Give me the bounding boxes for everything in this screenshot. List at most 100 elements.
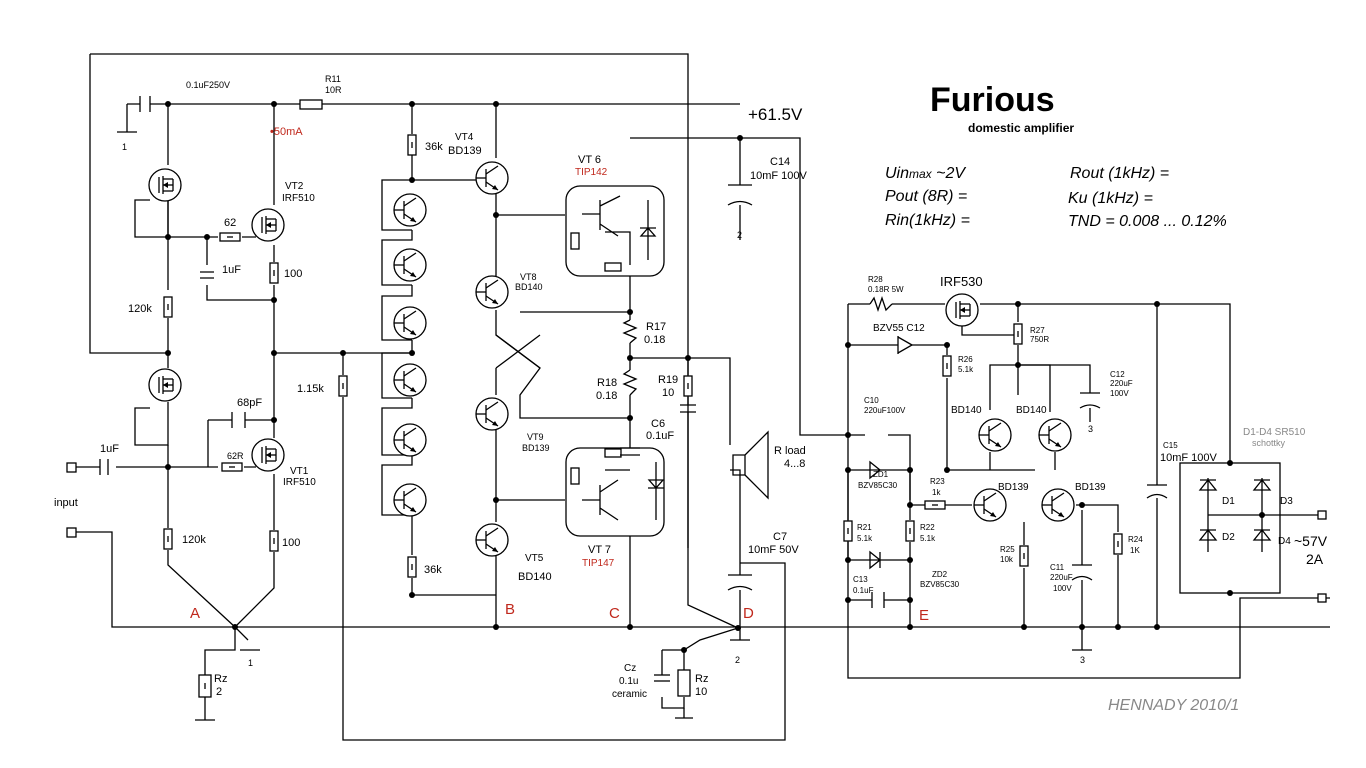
spec-pout: Pout (8R) = xyxy=(885,188,967,205)
vt1-label: VT1 xyxy=(290,466,309,477)
d3-label: D3 xyxy=(1280,496,1293,507)
c14-label: C14 xyxy=(770,156,790,168)
c1uf-mid-label: 1uF xyxy=(222,264,241,276)
rz-d-label: Rz xyxy=(695,673,708,685)
rload-value: 4...8 xyxy=(784,458,805,470)
c11-label: C11 xyxy=(1050,563,1065,572)
c13-label: C13 xyxy=(853,575,868,584)
r62-top-label: 62 xyxy=(224,217,236,229)
c12-voltage: 100V xyxy=(1110,389,1129,398)
r18-value: 0.18 xyxy=(596,390,617,402)
cz-label: Cz xyxy=(624,663,636,674)
c10-value: 220uF100V xyxy=(864,406,906,415)
c15-value: 10mF 100V xyxy=(1160,452,1218,464)
driver-stage xyxy=(393,134,769,697)
node-d: D xyxy=(743,605,754,622)
zd2-type: BZV85C30 xyxy=(920,580,960,589)
vt2-label: VT2 xyxy=(285,181,304,192)
r19-value: 10 xyxy=(662,387,674,399)
rz-d-value: 10 xyxy=(695,686,707,698)
spec-tnd: TND = 0.008 ... 0.12% xyxy=(1068,213,1227,230)
zd1-label: ZD1 xyxy=(873,470,889,479)
r11-label: R11 xyxy=(325,74,341,84)
r26-value: 5.1k xyxy=(958,365,974,374)
junctions xyxy=(165,101,1265,653)
bridge-label: D1-D4 SR510 xyxy=(1243,427,1306,438)
bd139a-label: BD139 xyxy=(998,482,1029,493)
vt6-type: TIP142 xyxy=(575,167,608,178)
zd2-label: ZD2 xyxy=(932,570,948,579)
c14-value: 10mF 100V xyxy=(750,170,808,182)
vt4-type: BD139 xyxy=(448,145,482,157)
c6-value: 0.1uF xyxy=(646,430,674,442)
r23-label: R23 xyxy=(930,477,945,486)
r36k-top-label: 36k xyxy=(425,141,443,153)
wires xyxy=(74,53,1330,741)
r62r-label: 62R xyxy=(227,451,244,461)
c7-label: C7 xyxy=(773,531,787,543)
gnd2-bot-label: 2 xyxy=(735,655,740,665)
node-e: E xyxy=(919,607,929,624)
vt7-label: VT 7 xyxy=(588,544,611,556)
vt8-label: VT8 xyxy=(520,272,537,282)
r100-bot-label: 100 xyxy=(282,537,300,549)
c-in-top-label: 0.1uF250V xyxy=(186,80,230,90)
spec-uin: Uinmax ~2V xyxy=(885,165,966,182)
input-stage xyxy=(66,96,348,698)
bd140a-label: BD140 xyxy=(951,405,982,416)
r28-label: R28 xyxy=(868,275,883,284)
author: HENNADY 2010/1 xyxy=(1108,697,1239,714)
vt6-label: VT 6 xyxy=(578,154,601,166)
irf530-label: IRF530 xyxy=(940,274,983,289)
rload-label: R load xyxy=(774,445,806,457)
subtitle: domestic amplifier xyxy=(968,121,1074,135)
r21-label: R21 xyxy=(857,523,872,532)
r11-value: 10R xyxy=(325,85,342,95)
r17-value: 0.18 xyxy=(644,334,665,346)
supply-label: +61.5V xyxy=(748,105,803,124)
vt9-label: VT9 xyxy=(527,432,544,442)
r24-label: R24 xyxy=(1128,535,1143,544)
r120k-top-label: 120k xyxy=(128,303,152,315)
ac-voltage-label: ~57V xyxy=(1294,533,1328,549)
gnd3-top-label: 3 xyxy=(1088,424,1093,434)
r17-label: R17 xyxy=(646,321,666,333)
c12-value: 220uF xyxy=(1110,379,1133,388)
title: Furious xyxy=(930,81,1055,119)
c13-value: 0.1uF xyxy=(853,586,874,595)
d1-label: D1 xyxy=(1222,496,1235,507)
c10-label: C10 xyxy=(864,396,879,405)
r25-value: 10k xyxy=(1000,555,1014,564)
input-label: input xyxy=(54,497,78,509)
vt7-type: TIP147 xyxy=(582,558,615,569)
r100-top-label: 100 xyxy=(284,268,302,280)
current-label: •50mA xyxy=(270,126,303,138)
spec-ku: Ku (1kHz) = xyxy=(1068,190,1153,207)
ac-current-label: 2A xyxy=(1306,551,1324,567)
r22-label: R22 xyxy=(920,523,935,532)
r115k-label: 1.15k xyxy=(297,383,324,395)
r27-label: R27 xyxy=(1030,326,1045,335)
bd139b-label: BD139 xyxy=(1075,482,1106,493)
vt5-type: BD140 xyxy=(518,571,552,583)
d2-label: D2 xyxy=(1222,532,1235,543)
gnd1-bot-label: 1 xyxy=(248,658,253,668)
cz-value: 0.1u xyxy=(619,676,638,687)
node-a: A xyxy=(190,605,200,622)
r24-value: 1K xyxy=(1130,546,1140,555)
node-b: B xyxy=(505,601,515,618)
r28-value: 0.18R 5W xyxy=(868,285,904,294)
r27-value: 750R xyxy=(1030,335,1049,344)
vt4-label: VT4 xyxy=(455,132,474,143)
r26-label: R26 xyxy=(958,355,973,364)
cz-type: ceramic xyxy=(612,689,647,700)
bzv55-label: BZV55 C12 xyxy=(873,323,925,334)
r36k-bot-label: 36k xyxy=(424,564,442,576)
spec-rout: Rout (1kHz) = xyxy=(1070,165,1169,182)
c15-label: C15 xyxy=(1163,441,1178,450)
gnd3-bot-label: 3 xyxy=(1080,655,1085,665)
c7-value: 10mF 50V xyxy=(748,544,799,556)
bd140b-label: BD140 xyxy=(1016,405,1047,416)
r19-label: R19 xyxy=(658,374,678,386)
